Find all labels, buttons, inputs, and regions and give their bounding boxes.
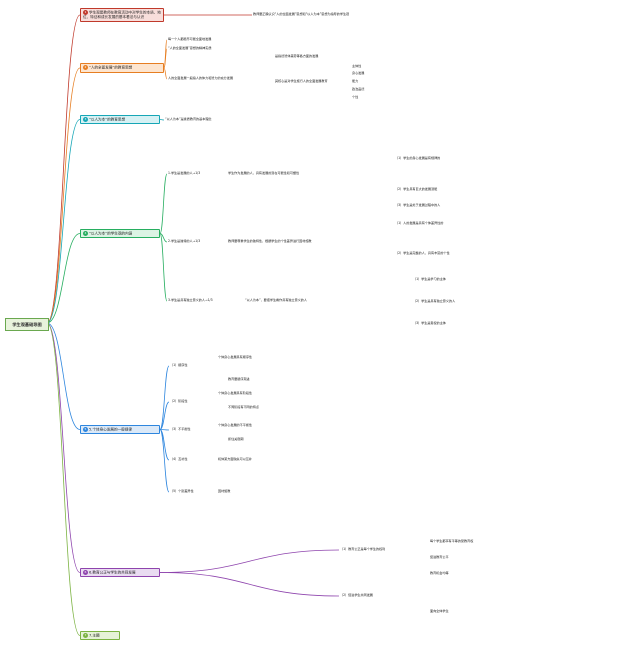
branch-2-leaf[interactable]: 个性 xyxy=(352,95,359,99)
branch-label: 7.主题 xyxy=(89,633,100,638)
branch-5-sub[interactable]: 教育要循序渐进 xyxy=(228,377,250,381)
child-connector xyxy=(159,233,168,302)
branch-6-sub[interactable]: 教育机会均等 xyxy=(430,571,449,575)
branch-3-child[interactable]: “以人为本”是素质教育的基本理念 xyxy=(165,117,212,121)
branch-4-leaf[interactable]: （3）学生是责权的主体 xyxy=(413,321,446,325)
branch-4-leaf[interactable]: （3）学生是处于发展过程中的人 xyxy=(395,203,441,207)
branch-number-badge: 3 xyxy=(83,117,88,122)
branch-5-sub[interactable]: 个体身心发展具有顺序性 xyxy=(218,355,253,359)
branch-connector xyxy=(46,322,81,636)
branch-label: 5.个体身心发展的一般规律 xyxy=(89,427,132,432)
branch-6-sub[interactable]: 每个学生都享有平等的受教育权 xyxy=(430,539,474,543)
branch-5-sub[interactable]: 抓住关键期 xyxy=(228,437,244,441)
branch-connector xyxy=(46,322,81,430)
child-connector xyxy=(159,365,170,430)
branch-5-sub[interactable]: 个体身心发展具有阶段性 xyxy=(218,391,253,395)
child-connector xyxy=(159,233,168,243)
branch-label: “人的全面发展”的教育思想 xyxy=(89,65,133,70)
branch-node-4[interactable]: 4“以人为本”的学生观的内涵 xyxy=(80,229,160,238)
branch-5-child[interactable]: （2）阶段性 xyxy=(170,399,188,403)
branch-5-sub[interactable]: 因材施教 xyxy=(218,489,231,493)
child-connector xyxy=(159,119,165,121)
branch-2-sub[interactable]: 其核心是对学生施行人的全面发展教育 xyxy=(275,79,328,83)
child-connector xyxy=(163,39,168,69)
branch-2-child[interactable]: 每一个人都能尽可能全面地发展 xyxy=(168,37,212,41)
branch-2-leaf[interactable]: 主体性 xyxy=(352,64,362,68)
branch-1-child[interactable]: 教师要正确认识“人的全面发展”思想和“以人为本”思想为指导的学生观 xyxy=(253,12,350,16)
branch-4-leaf[interactable]: （1）学生的身心发展是有规律的 xyxy=(395,156,441,160)
child-connector xyxy=(159,429,170,493)
branch-label: “以人为本”的学生观的内涵 xyxy=(89,231,133,236)
branch-connector xyxy=(46,14,81,324)
branch-number-badge: 5 xyxy=(83,427,88,432)
branch-2-child[interactable]: 人的全面发展一般指人的体力和智力的充分发展 xyxy=(168,76,233,80)
branch-4-leaf[interactable]: （1）学生是学习的主体 xyxy=(413,277,446,281)
child-connector xyxy=(159,173,168,234)
branch-number-badge: 6 xyxy=(83,570,88,575)
child-connector xyxy=(159,549,340,573)
branch-4-child[interactable]: 2.学生是独特的人→1/3 xyxy=(168,239,201,243)
child-connector xyxy=(159,429,170,461)
branch-5-child[interactable]: （4）互补性 xyxy=(170,457,188,461)
branch-6-child[interactable]: （1）教育公正是每个学生的权利 xyxy=(340,547,386,551)
branch-label: “以人为本”的教育思想 xyxy=(89,117,126,122)
child-connector xyxy=(159,572,340,597)
branch-2-leaf[interactable]: 政治品德 xyxy=(352,87,365,91)
branch-connector xyxy=(46,233,81,324)
branch-5-sub[interactable]: 机体某方面缺失可以互补 xyxy=(218,457,253,461)
child-connector xyxy=(163,67,168,80)
branch-number-badge: 1 xyxy=(83,10,88,15)
branch-2-leaf[interactable]: 身心发展 xyxy=(352,71,365,75)
branch-node-3[interactable]: 3“以人为本”的教育思想 xyxy=(80,115,160,124)
branch-number-badge: 4 xyxy=(83,231,88,236)
branch-4-child[interactable]: 1.学生是发展的人→1/3 xyxy=(168,171,201,175)
branch-5-child[interactable]: （5）个别差异性 xyxy=(170,489,194,493)
branch-4-sub[interactable]: 学生作为发展的人，具有发展的潜在可能性和可塑性 xyxy=(228,171,300,175)
branch-5-child[interactable]: （3）不平衡性 xyxy=(170,427,191,431)
branch-number-badge: 7 xyxy=(83,633,88,638)
branch-connector xyxy=(46,119,81,324)
branch-4-sub[interactable]: 教师要尊重学生的独特性，根据学生的个性差异进行因材施教 xyxy=(228,239,312,243)
branch-2-leaf[interactable]: 能力 xyxy=(352,79,359,83)
branch-5-sub[interactable]: 个体身心发展的不平衡性 xyxy=(218,423,253,427)
branch-node-2[interactable]: 2“人的全面发展”的教育思想 xyxy=(80,63,164,73)
child-connector xyxy=(159,401,170,430)
branch-connector xyxy=(46,322,81,573)
branch-2-sub[interactable]: 是指德智体美劳等各方面的发展 xyxy=(275,54,319,58)
branch-5-sub[interactable]: 不同阶段有不同的特点 xyxy=(228,405,259,409)
branch-2-child[interactable]: “人的全面发展”思想的精神实质 xyxy=(168,46,212,50)
branch-4-child[interactable]: 3.学生是具有独立意义的人→1/3 xyxy=(168,298,213,302)
branch-5-child[interactable]: （1）顺序性 xyxy=(170,363,188,367)
child-connector xyxy=(163,48,168,69)
branch-connector xyxy=(46,67,81,324)
branch-label: 6.教育公正与学生的共同发展 xyxy=(89,570,136,575)
branch-4-leaf[interactable]: （2）学生具有巨大的发展潜能 xyxy=(395,187,438,191)
branch-4-leaf[interactable]: （2）学生是具有独立意义的人 xyxy=(413,299,456,303)
branch-6-sub[interactable]: 面向全体学生 xyxy=(430,609,449,613)
branch-4-leaf[interactable]: （1）人的发展是具有个体差异性的 xyxy=(395,221,444,225)
child-connector xyxy=(159,429,170,431)
branch-4-leaf[interactable]: （2）学生是完整的人，具有丰富的个性 xyxy=(395,251,450,255)
branch-6-sub[interactable]: 促进教育公平 xyxy=(430,555,449,559)
branch-4-sub[interactable]: “以人为本”，要把学生看作具有独立意义的人 xyxy=(245,298,307,302)
root-node[interactable]: 学生观基础导图 xyxy=(5,318,49,331)
branch-number-badge: 2 xyxy=(83,65,88,70)
branch-label: 学生观是教师在教育活动中对学生的本质、地位、特征和成长发展的基本看法与认识 xyxy=(83,10,161,19)
branch-6-child[interactable]: （2）促进学生共同发展 xyxy=(340,593,373,597)
